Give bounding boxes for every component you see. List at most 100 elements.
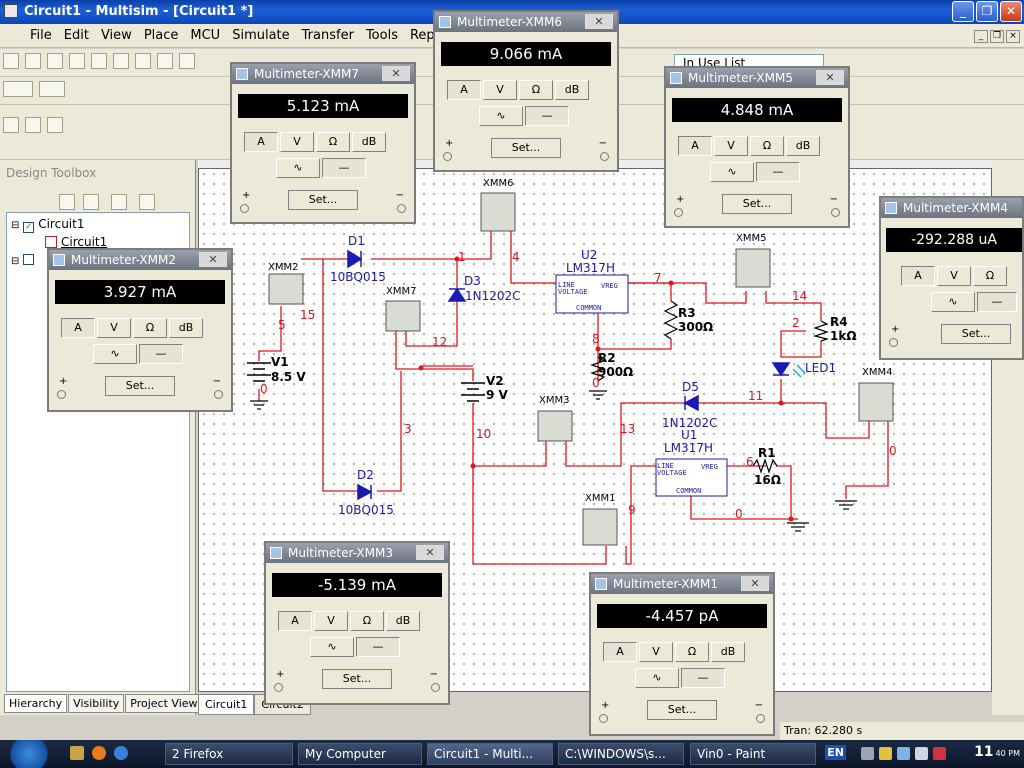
dc-line-icon[interactable]: — <box>756 162 800 182</box>
mode-db-button[interactable]: dB <box>169 318 203 338</box>
negative-terminal[interactable] <box>214 390 223 399</box>
doc-restore-button[interactable]: ❐ <box>990 30 1004 43</box>
tab-hierarchy[interactable]: Hierarchy <box>4 694 68 713</box>
volume-icon[interactable] <box>915 747 928 760</box>
set-button[interactable]: Set... <box>105 376 175 396</box>
doc-close-button[interactable]: × <box>1006 30 1020 43</box>
tree-item-collapsed[interactable]: ⊟ <box>11 253 38 267</box>
ac-wave-icon[interactable]: ∿ <box>710 162 754 182</box>
taskbar-item-cmd[interactable]: C:\WINDOWS\s... <box>558 743 684 765</box>
menu-mcu[interactable]: MCU <box>190 28 221 43</box>
mode-a-button[interactable]: A <box>278 611 312 631</box>
positive-terminal[interactable] <box>443 152 452 161</box>
mode-ohm-button[interactable]: Ω <box>750 136 784 156</box>
ac-wave-icon[interactable]: ∿ <box>93 344 137 364</box>
close-icon[interactable]: ✕ <box>416 545 444 560</box>
dc-line-icon[interactable]: — <box>356 637 400 657</box>
ie-icon[interactable] <box>114 746 128 760</box>
save-icon[interactable] <box>69 53 85 69</box>
mode-db-button[interactable]: dB <box>786 136 820 156</box>
mode-db-button[interactable]: dB <box>386 611 420 631</box>
copy-icon[interactable] <box>157 53 173 69</box>
dc-line-icon[interactable]: — <box>977 292 1017 312</box>
shield-icon[interactable] <box>879 747 892 760</box>
negative-terminal[interactable] <box>397 204 406 213</box>
taskbar-item-multisim[interactable]: Circuit1 - Multi... <box>427 743 553 765</box>
tree-item-circuit1-sheet[interactable]: Circuit1 <box>45 235 107 249</box>
print-preview-icon[interactable] <box>113 53 129 69</box>
menu-place[interactable]: Place <box>143 28 179 43</box>
mode-a-button[interactable]: A <box>901 266 935 286</box>
checkbox-icon[interactable] <box>23 254 35 265</box>
new-design-icon[interactable] <box>59 194 75 210</box>
menu-view[interactable]: View <box>100 28 132 43</box>
minimize-button[interactable]: _ <box>952 1 974 22</box>
mode-db-button[interactable]: dB <box>555 80 589 100</box>
checkbox-icon[interactable]: ✓ <box>23 222 35 233</box>
cut-icon[interactable] <box>135 53 151 69</box>
positive-terminal[interactable] <box>599 714 608 723</box>
quick-launch-icon[interactable] <box>70 746 84 760</box>
ac-wave-icon[interactable]: ∿ <box>310 637 354 657</box>
close-icon[interactable]: ✕ <box>199 252 227 267</box>
open-folder-icon[interactable] <box>47 53 63 69</box>
firefox-icon[interactable] <box>92 746 106 760</box>
language-indicator[interactable]: EN <box>825 745 846 760</box>
mode-a-button[interactable]: A <box>61 318 95 338</box>
mode-a-button[interactable]: A <box>244 132 278 152</box>
restore-button[interactable]: ❐ <box>976 1 998 22</box>
tray-icon[interactable] <box>861 747 874 760</box>
set-button[interactable]: Set... <box>722 194 792 214</box>
mode-v-button[interactable]: V <box>714 136 748 156</box>
multimeter-title-bar[interactable]: Multimeter-XMM7✕ <box>232 64 414 84</box>
network-icon[interactable] <box>897 747 910 760</box>
menu-tools[interactable]: Tools <box>365 28 398 43</box>
new-icon[interactable] <box>3 53 19 69</box>
mode-ohm-button[interactable]: Ω <box>519 80 553 100</box>
mode-a-button[interactable]: A <box>678 136 712 156</box>
close-icon[interactable]: ✕ <box>585 14 613 29</box>
positive-terminal[interactable] <box>889 338 898 347</box>
pause-simulation-icon[interactable] <box>39 81 65 97</box>
dc-line-icon[interactable]: — <box>139 344 183 364</box>
set-button[interactable]: Set... <box>288 190 358 210</box>
tab-visibility[interactable]: Visibility <box>68 694 125 713</box>
close-icon[interactable]: ✕ <box>382 66 410 81</box>
menu-simulate[interactable]: Simulate <box>232 28 290 43</box>
mode-ohm-button[interactable]: Ω <box>973 266 1007 286</box>
mode-v-button[interactable]: V <box>937 266 971 286</box>
mode-db-button[interactable]: dB <box>352 132 386 152</box>
component-icon[interactable] <box>25 117 41 133</box>
mode-ohm-button[interactable]: Ω <box>675 642 709 662</box>
taskbar-item-my-computer[interactable]: My Computer <box>298 743 422 765</box>
doc-minimize-button[interactable]: _ <box>974 30 988 43</box>
mode-v-button[interactable]: V <box>280 132 314 152</box>
mode-ohm-button[interactable]: Ω <box>350 611 384 631</box>
taskbar-item-paint[interactable]: Vin0 - Paint <box>690 743 816 765</box>
mode-v-button[interactable]: V <box>97 318 131 338</box>
start-button[interactable] <box>0 740 58 768</box>
close-icon[interactable]: ✕ <box>816 70 844 85</box>
positive-terminal[interactable] <box>57 390 66 399</box>
collapse-icon[interactable]: ⊟ <box>11 256 20 267</box>
tab-project-view[interactable]: Project View <box>125 694 203 713</box>
mode-v-button[interactable]: V <box>483 80 517 100</box>
menu-file[interactable]: File <box>30 28 52 43</box>
close-button[interactable]: ✕ <box>1000 1 1022 22</box>
component-icon[interactable] <box>47 117 63 133</box>
mode-v-button[interactable]: V <box>314 611 348 631</box>
tree-item-circuit1[interactable]: ⊟ ✓Circuit1 <box>11 217 85 233</box>
paste-icon[interactable] <box>179 53 195 69</box>
mode-a-button[interactable]: A <box>447 80 481 100</box>
multimeter-title-bar[interactable]: Multimeter-XMM3✕ <box>266 543 448 563</box>
open-design-icon[interactable] <box>83 194 99 210</box>
positive-terminal[interactable] <box>274 683 283 692</box>
dc-line-icon[interactable]: — <box>322 158 366 178</box>
